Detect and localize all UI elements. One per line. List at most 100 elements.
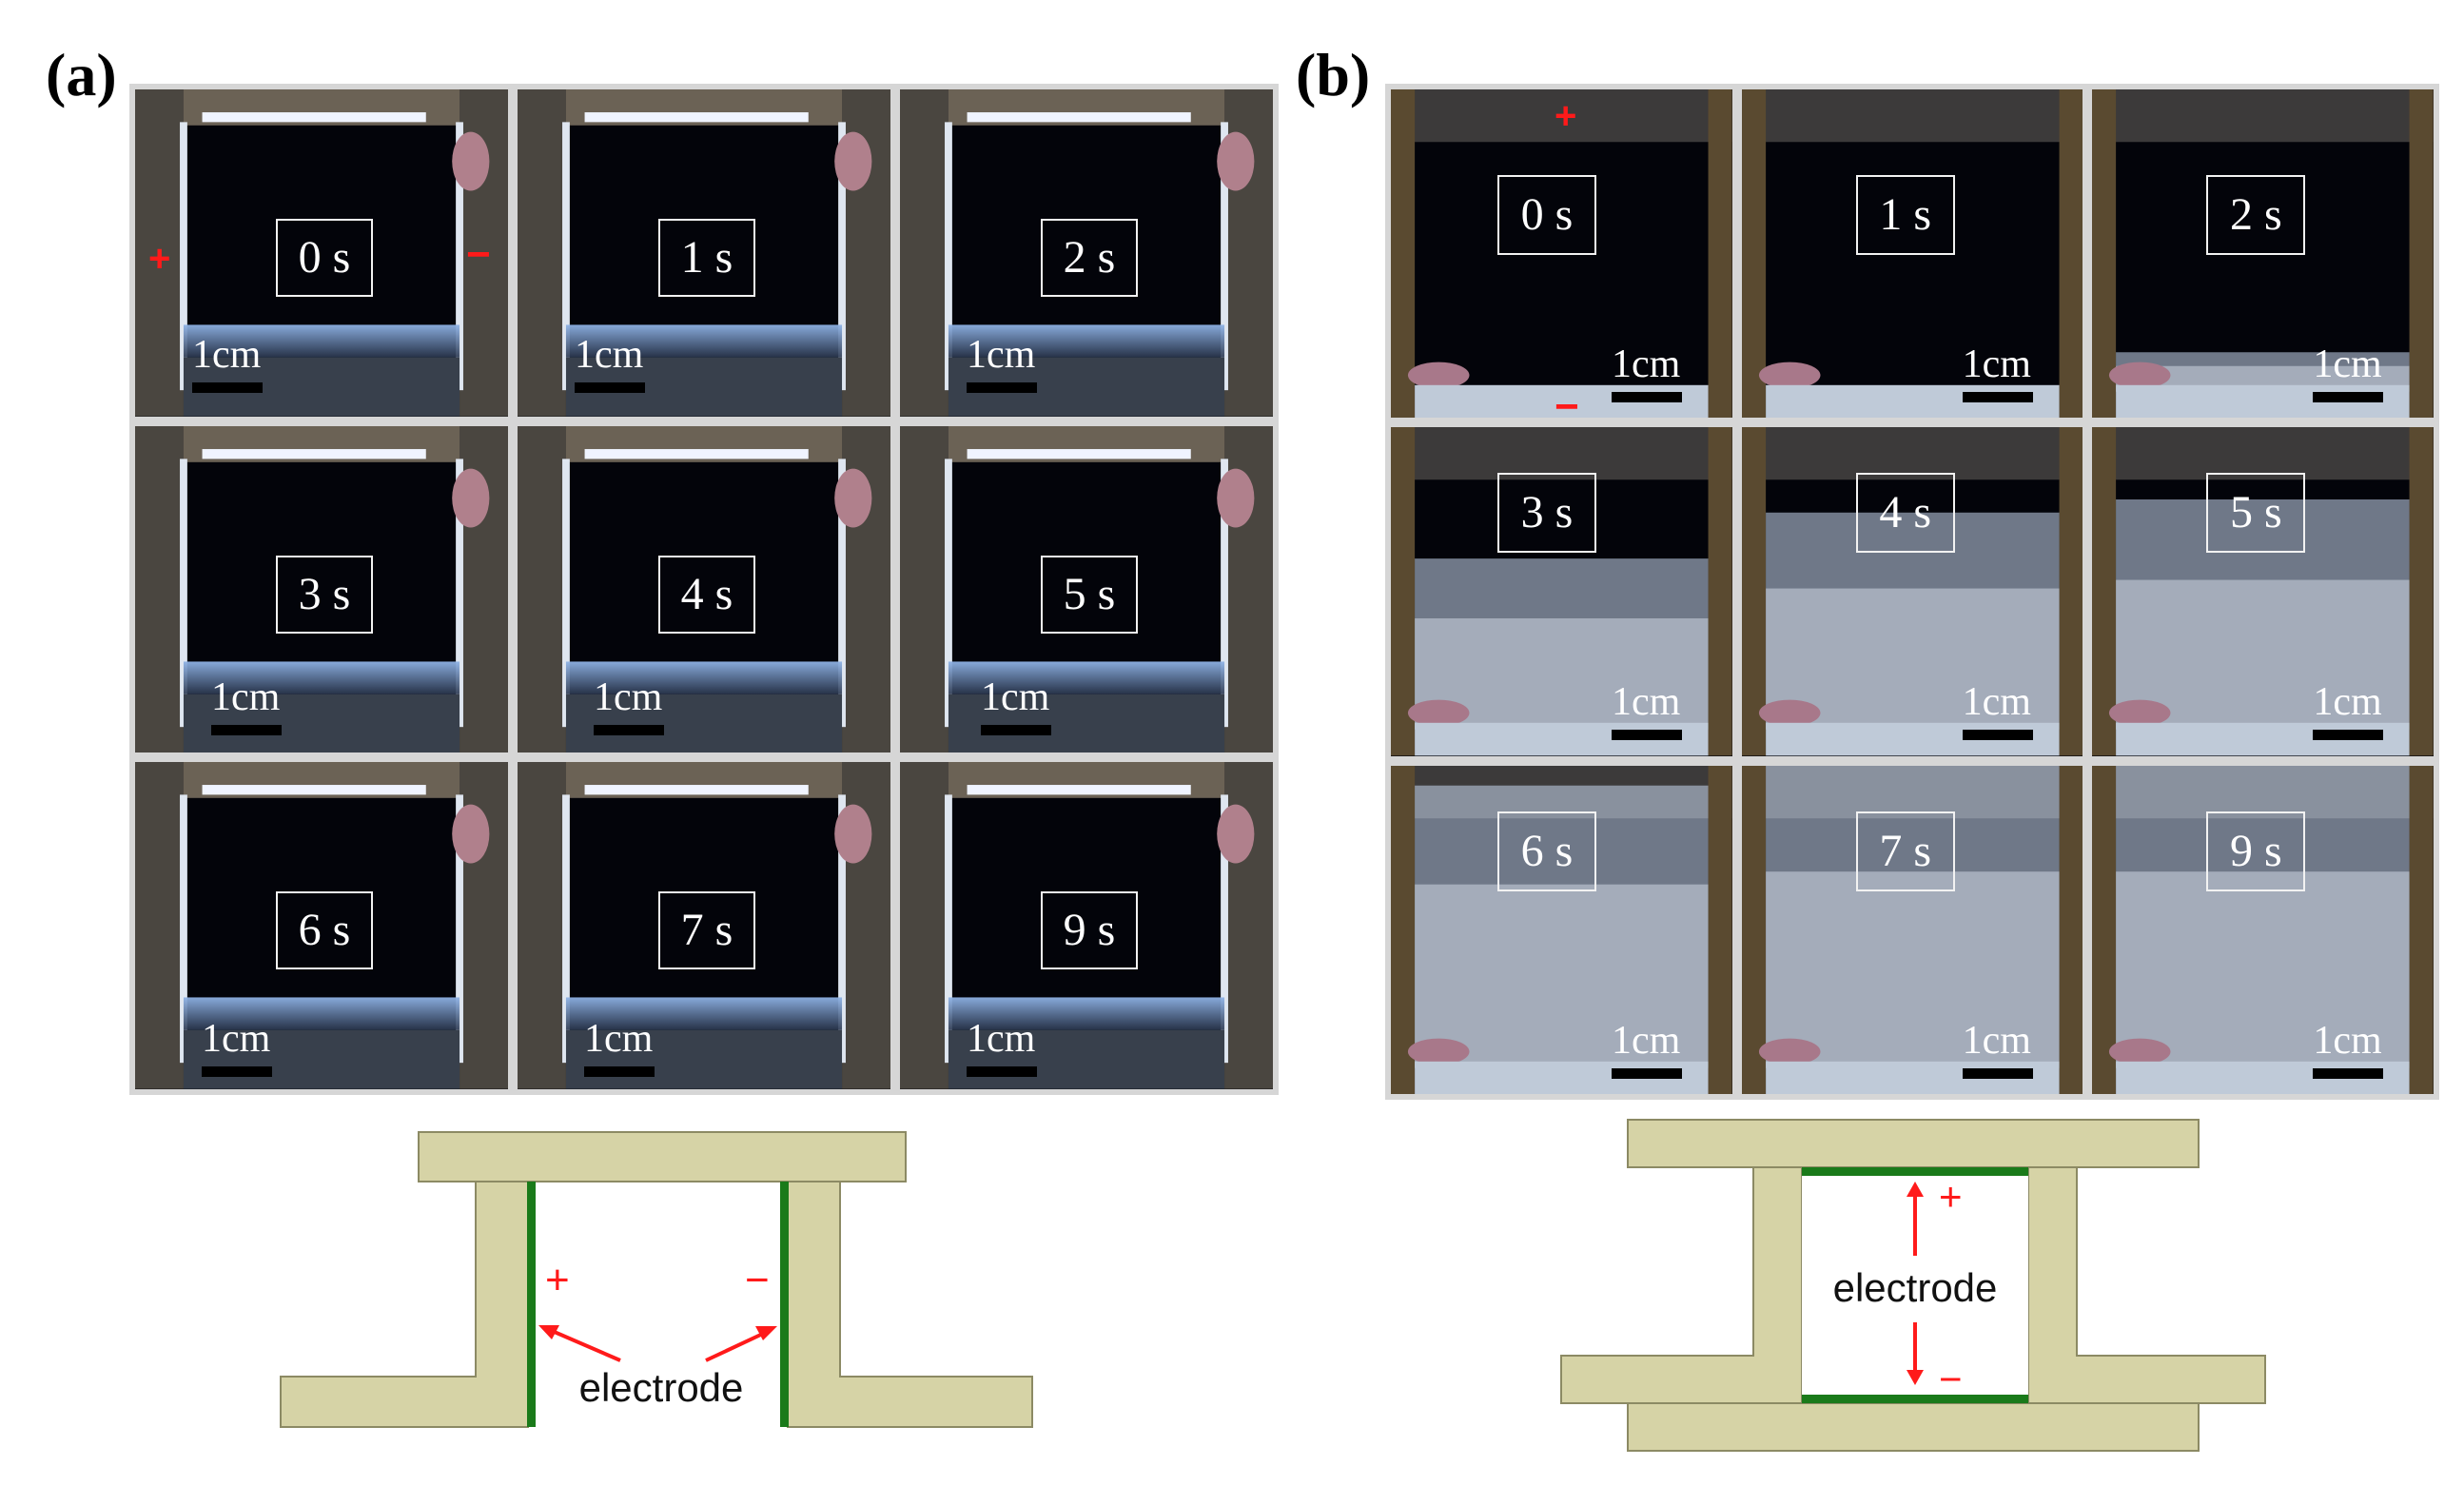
time-label: 9 s (2206, 811, 2306, 891)
polarity-minus: − (466, 231, 491, 278)
scale-bar: 1cm (211, 677, 282, 735)
scale-bar: 1cm (1612, 680, 1682, 741)
scale-label: 1cm (1962, 342, 2031, 386)
diagram-minus: − (1939, 1357, 1963, 1401)
photo-grid-a: 0 s 1cm + − 1 s 1cm (129, 84, 1279, 1095)
time-label: 2 s (2206, 175, 2306, 255)
experiment-photo (900, 89, 1273, 417)
panel-label-a: (a) (46, 41, 117, 108)
frame-a-2: 2 s 1cm (900, 89, 1273, 417)
frame-b-6: 6 s 1cm (1391, 765, 1732, 1094)
scale-label: 1cm (584, 1017, 654, 1062)
diagram-b: + − electrode (1560, 1119, 2266, 1452)
experiment-photo (135, 89, 508, 417)
scale-bar: 1cm (1962, 342, 2033, 402)
scale-bar-line (584, 1066, 655, 1078)
scale-bar: 1cm (1612, 1021, 1682, 1079)
scale-bar-line (981, 724, 1051, 735)
diagram-plus: + (1939, 1174, 1963, 1219)
frame-a-4: 4 s 1cm (518, 425, 890, 753)
frame-b-5: 5 s 1cm (2092, 427, 2434, 756)
electrode-top (1802, 1167, 2028, 1176)
time-label: 6 s (1497, 811, 1596, 891)
bottom-plate (1627, 1402, 2200, 1452)
scale-label: 1cm (1612, 680, 1681, 725)
frame-a-7: 7 s 1cm (518, 762, 890, 1089)
time-label: 5 s (2206, 473, 2306, 554)
diagram-plus: + (545, 1257, 570, 1303)
left-wall (1560, 1166, 1803, 1404)
time-label: 3 s (276, 555, 373, 634)
time-label: 1 s (658, 219, 755, 297)
scale-label: 1cm (192, 333, 262, 377)
right-wall (2027, 1166, 2266, 1404)
scale-label: 1cm (967, 333, 1036, 377)
scale-label: 1cm (2313, 680, 2382, 725)
scale-bar-line (594, 724, 664, 735)
time-label: 7 s (658, 891, 755, 970)
scale-bar-line (202, 1066, 272, 1078)
electrode-right (780, 1182, 789, 1427)
scale-bar-line (1612, 1067, 1682, 1079)
scale-bar-line (1962, 1067, 2033, 1079)
experiment-photo (1741, 765, 2083, 1094)
electrode-left (527, 1182, 536, 1427)
time-label: 0 s (276, 219, 373, 297)
frame-a-3: 3 s 1cm (135, 425, 508, 753)
frame-a-6: 6 s 1cm (135, 762, 508, 1089)
scale-label: 1cm (967, 1017, 1036, 1062)
scale-bar-line (211, 724, 282, 735)
top-plate (1627, 1119, 2200, 1168)
diagram-minus: − (745, 1257, 770, 1303)
electrode-bottom (1802, 1395, 2028, 1403)
frame-b-8: 9 s 1cm (2092, 765, 2434, 1094)
pointer-arrowhead-left (538, 1325, 559, 1339)
time-label: 7 s (1855, 811, 1955, 891)
scale-bar: 1cm (967, 1017, 1037, 1078)
right-wall (787, 1181, 1033, 1428)
scale-bar: 1cm (584, 1017, 655, 1078)
pointer-arrowhead-right (755, 1326, 777, 1340)
time-label: 2 s (1041, 219, 1138, 297)
scale-label: 1cm (575, 333, 644, 377)
frame-a-8: 9 s 1cm (900, 762, 1273, 1089)
pointer-arrowhead-up (1907, 1182, 1924, 1197)
experiment-photo (900, 762, 1273, 1089)
scale-bar: 1cm (2313, 344, 2384, 402)
panel-label-b: (b) (1296, 41, 1371, 108)
time-label: 6 s (276, 891, 373, 970)
scale-bar-line (1612, 392, 1682, 402)
scale-label: 1cm (1612, 1018, 1681, 1063)
experiment-photo (518, 425, 890, 753)
scale-bar: 1cm (192, 335, 263, 393)
diagram-a: + − electrode (280, 1131, 1033, 1428)
scale-bar-line (192, 382, 263, 393)
electrode-label: electrode (1833, 1265, 1998, 1310)
scale-bar: 1cm (967, 335, 1037, 393)
scale-label: 1cm (1962, 680, 2031, 725)
scale-label: 1cm (211, 674, 281, 719)
experiment-photo (135, 425, 508, 753)
pointer-arrowhead-down (1907, 1370, 1924, 1385)
scale-label: 1cm (981, 674, 1050, 719)
electrode-label: electrode (579, 1365, 744, 1410)
time-label: 1 s (1855, 175, 1955, 255)
frame-b-3: 3 s 1cm (1391, 427, 1732, 756)
scale-bar-line (2313, 392, 2384, 402)
scale-bar: 1cm (1612, 344, 1682, 402)
polarity-minus: − (1555, 383, 1579, 419)
experiment-photo (135, 762, 508, 1089)
scale-bar: 1cm (2313, 1021, 2384, 1079)
pointer-arrow-right (705, 1330, 768, 1362)
frame-b-4: 4 s 1cm (1741, 427, 2083, 756)
polarity-plus: + (148, 238, 171, 280)
scale-bar-line (2313, 730, 2384, 741)
time-label: 0 s (1497, 175, 1596, 255)
scale-bar-line (575, 382, 645, 393)
scale-bar: 1cm (1962, 1018, 2033, 1079)
time-label: 3 s (1497, 473, 1596, 554)
frame-a-5: 5 s 1cm (900, 425, 1273, 753)
time-label: 4 s (658, 555, 755, 634)
left-wall (280, 1181, 529, 1428)
scale-label: 1cm (1962, 1018, 2031, 1063)
